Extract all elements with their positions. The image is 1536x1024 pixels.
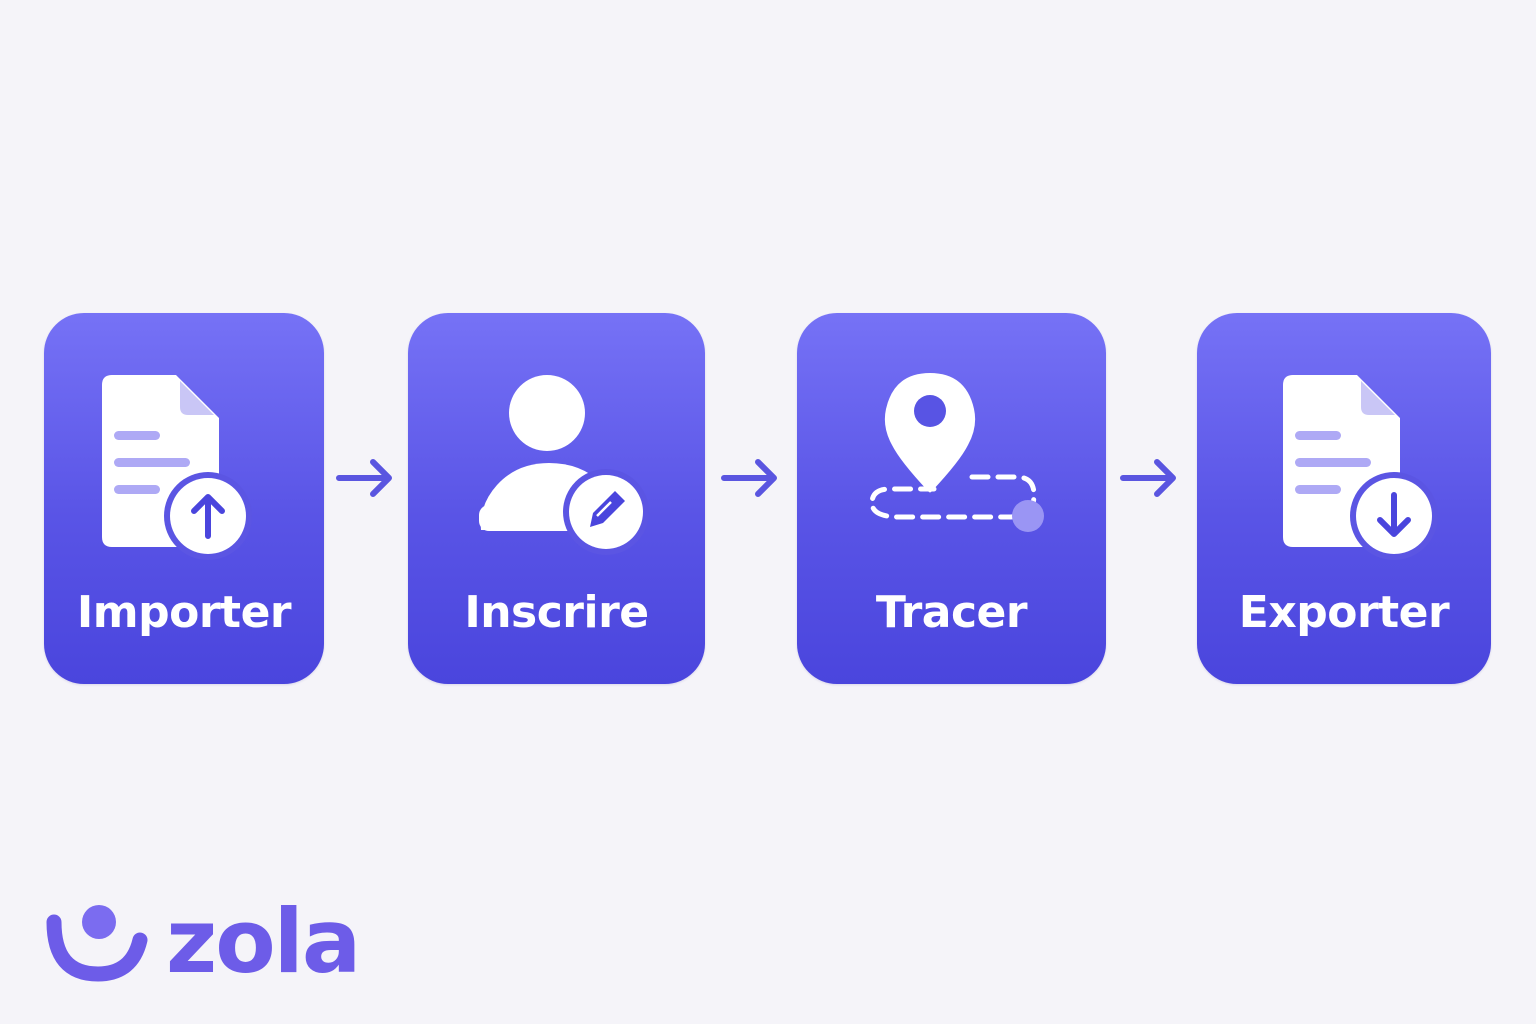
brand-wordmark: zola — [166, 890, 361, 993]
smile-logo-icon — [44, 900, 154, 982]
step-card-importer: Importer — [44, 313, 324, 684]
step-card-tracer: Tracer — [797, 313, 1106, 684]
step-label: Tracer — [875, 587, 1028, 638]
user-edit-icon — [457, 365, 657, 565]
arrow-right-icon — [720, 453, 780, 503]
arrow-right-icon — [335, 453, 395, 503]
step-card-inscrire: Inscrire — [408, 313, 705, 684]
step-label: Inscrire — [464, 587, 649, 638]
step-label: Importer — [76, 587, 292, 638]
brand-logo: zola — [44, 892, 374, 992]
document-download-icon — [1244, 365, 1444, 565]
step-label: Exporter — [1238, 587, 1450, 638]
document-upload-icon — [84, 365, 284, 565]
step-card-exporter: Exporter — [1197, 313, 1491, 684]
arrow-right-icon — [1119, 453, 1179, 503]
map-pin-route-icon — [852, 365, 1052, 565]
